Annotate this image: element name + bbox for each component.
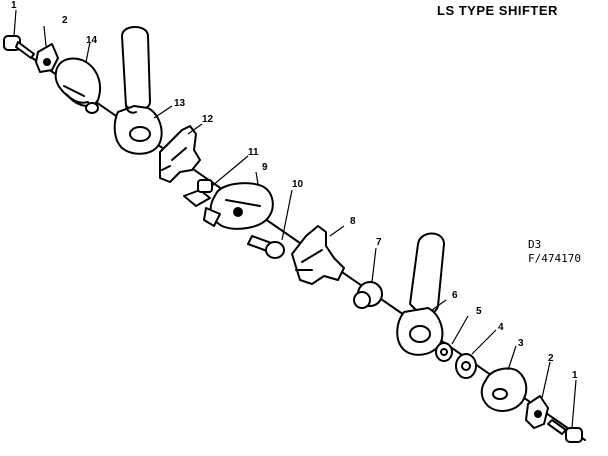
callout-1-bottom: 1 (572, 370, 578, 381)
callout-5: 5 (476, 306, 482, 317)
part-2-clip-top (35, 43, 59, 73)
callout-12: 12 (202, 114, 214, 125)
callout-13: 13 (174, 98, 186, 109)
part-2-clip-bottom (525, 395, 549, 429)
part-1-bolt-top (3, 35, 35, 59)
drawing-code-line2: F/474170 (528, 252, 581, 265)
part-14-bracket (54, 57, 101, 114)
part-11-pin (183, 179, 213, 207)
callout-4: 4 (498, 322, 504, 333)
callout-8: 8 (350, 216, 356, 227)
leader-lines (13, 9, 577, 429)
callout-2-top: 2 (62, 15, 68, 26)
callout-14: 14 (86, 35, 98, 46)
diagram-title: LS TYPE SHIFTER (437, 3, 558, 18)
callout-11: 11 (248, 147, 259, 158)
part-13-lever-top (113, 26, 163, 155)
callout-labels: 1 2 14 13 12 11 9 10 8 7 6 5 4 3 2 1 (11, 0, 578, 381)
callout-1-top: 1 (11, 0, 17, 11)
part-3-bracket (480, 367, 528, 412)
callout-7: 7 (376, 237, 382, 248)
part-4-washer (455, 353, 477, 379)
drawing-code-line1: D3 (528, 238, 542, 251)
part-8-fork (291, 225, 345, 285)
part-7-spacer (353, 281, 383, 309)
callout-6: 6 (452, 290, 458, 301)
part-6-lever-bottom (396, 232, 445, 356)
callout-3: 3 (518, 338, 524, 349)
part-1-bolt-bottom (547, 419, 583, 443)
part-10-bolt (247, 235, 285, 259)
callout-9: 9 (262, 162, 268, 173)
callout-10: 10 (292, 179, 304, 190)
part-9-clamp (203, 182, 274, 230)
part-5-washer (435, 342, 453, 362)
part-12-fork (159, 125, 201, 183)
callout-2-bottom: 2 (548, 353, 554, 364)
